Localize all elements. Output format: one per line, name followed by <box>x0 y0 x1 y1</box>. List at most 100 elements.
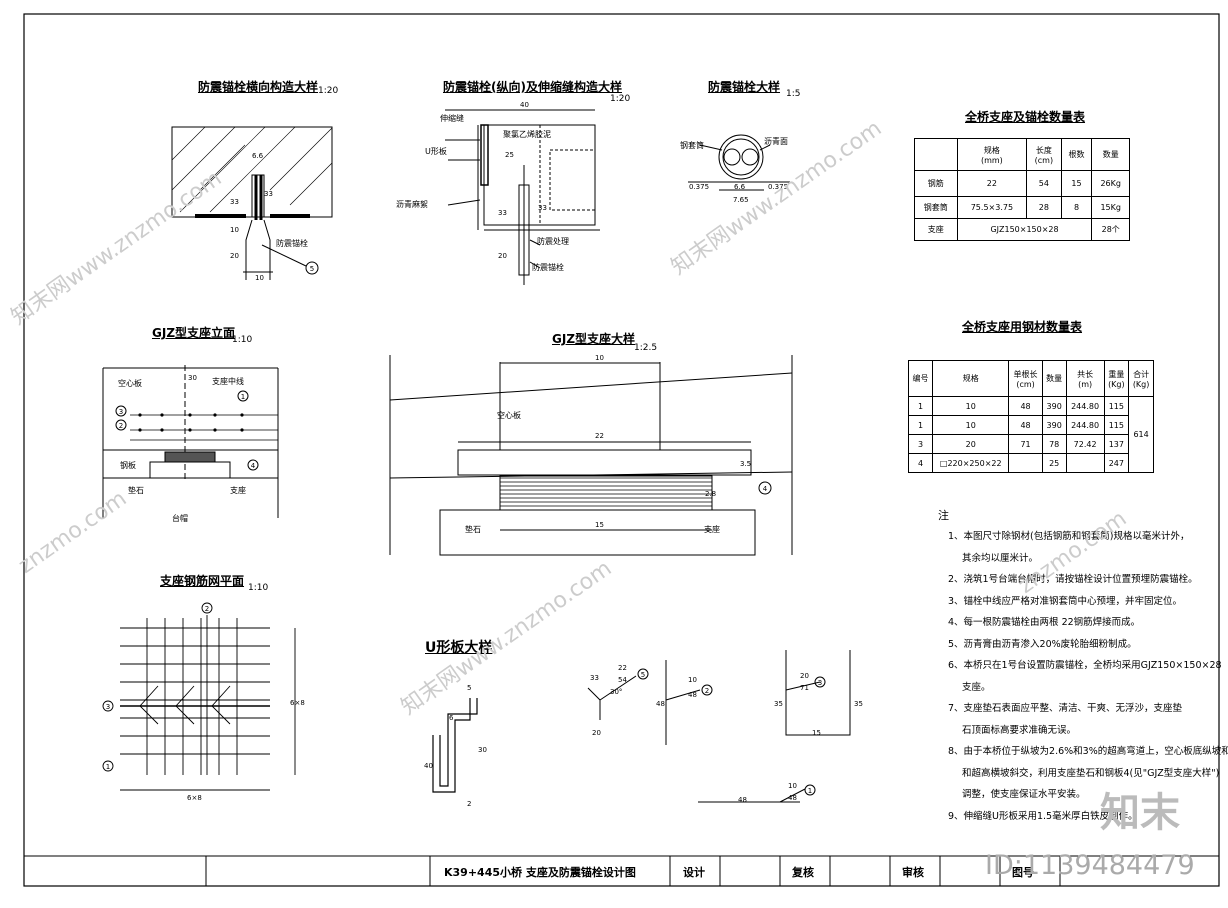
note-line: 8、由于本桥位于纵坡为2.6%和3%的超高弯道上，空心板底纵坡和 <box>948 746 1228 757</box>
dim-label: 15 <box>595 521 604 529</box>
dim-label: 6.6 <box>734 183 746 191</box>
mark-number: 3 <box>119 408 123 416</box>
watermark-logo: 知末 <box>1100 790 1180 836</box>
title-anchor-transverse: 防震锚栓横向构造大样 <box>198 80 319 94</box>
dim-label: 25 <box>505 151 514 159</box>
note-line: 5、沥青膏由沥青渗入20%废轮胎细粉制成。 <box>948 638 1137 650</box>
note-line: 9、伸缩缝U形板采用1.5毫米厚白铁皮制作。 <box>948 810 1138 822</box>
dim-label: 30 <box>188 374 197 382</box>
dim-label: 20 <box>498 252 507 260</box>
table-cell: 10 <box>932 415 1010 435</box>
dim-label: 6×8 <box>187 794 202 802</box>
table-cell: 48 <box>1008 415 1043 435</box>
title-gjz-detail: GJZ型支座大样 <box>552 332 636 346</box>
label-weld-steel: 钢板 <box>120 461 136 470</box>
table-header-cell: 编号 <box>907 360 934 397</box>
table-header-cell <box>914 138 958 171</box>
dim-label: 71 <box>800 684 809 692</box>
table-cell <box>1008 453 1043 473</box>
dim-label: 10 <box>788 782 797 790</box>
table-cell: 22 <box>956 170 1028 197</box>
table-cell: 72.42 <box>1065 434 1105 454</box>
table-cell: 75.5×3.75 <box>956 196 1028 219</box>
table-header-cell: 单根长(cm) <box>1008 360 1043 397</box>
table-cell: 28 <box>1026 196 1062 219</box>
note-line: 调整，使支座保证水平安装。 <box>962 789 1086 800</box>
table-cell: 15Kg <box>1091 196 1130 219</box>
dim-label: 48 <box>688 691 697 699</box>
table-header-cell: 规格(mm) <box>956 138 1028 171</box>
dim-label: 2 <box>467 800 471 808</box>
title-anchor-longitudinal: 防震锚栓(纵向)及伸缩缝构造大样 <box>443 80 622 94</box>
anchor-transverse-drawing <box>171 126 333 280</box>
title-u-plate: U形板大样 <box>425 640 493 656</box>
table2-title: 全桥支座用钢材数量表 <box>962 320 1083 334</box>
bar-shapes-drawing <box>587 650 851 803</box>
dim-label: 40 <box>424 762 433 770</box>
dim-label: 0.375 <box>768 183 788 191</box>
title-block-lines <box>24 855 1219 886</box>
table-bearing-steel-quantity: 编号 规格 单根长(cm) 数量 共长(m) 重量(Kg) 合计(Kg) 1 1… <box>907 360 1154 473</box>
notes-heading: 注 <box>938 509 949 522</box>
mark-number: 2 <box>205 605 209 613</box>
table-cell: 4 <box>907 453 934 473</box>
watermark-id: ID:1139484479 <box>985 850 1195 881</box>
table-cell: 115 <box>1103 396 1130 416</box>
table-cell: 支座 <box>914 218 958 241</box>
scale-gjz-detail: 1:2.5 <box>634 343 658 353</box>
dim-label: 33 <box>498 209 507 217</box>
mark-number: 5 <box>310 265 314 273</box>
dim-label: 48 <box>656 700 665 708</box>
table-header-cell: 重量(Kg) <box>1103 360 1130 397</box>
dimension-labels: 6.6 33 33 10 20 10 40 25 33 33 20 0.375 … <box>187 101 863 808</box>
table-cell: 8 <box>1060 196 1093 219</box>
label-cushion-stone-2: 垫石 <box>465 525 481 534</box>
table-cell: 25 <box>1041 453 1067 473</box>
title-gjz-elevation: GJZ型支座立面 <box>152 326 236 340</box>
table-cell: 钢套筒 <box>914 196 958 219</box>
label-hollow-slab-2: 空心板 <box>497 411 521 420</box>
dim-label: 33 <box>230 198 239 206</box>
label-hollow-slab: 空心板 <box>118 379 142 388</box>
label-asphalt: 沥青面 <box>764 137 788 146</box>
label-steel-sleeve: 钢套筒 <box>680 141 704 150</box>
note-line: 石顶面标高要求准确无误。 <box>962 724 1077 736</box>
table-header-cell: 数量 <box>1041 360 1067 397</box>
dim-label: 20 <box>592 729 601 737</box>
table-cell: 244.80 <box>1065 415 1105 435</box>
dim-label: 0.375 <box>689 183 709 191</box>
table-cell: 48 <box>1008 396 1043 416</box>
table-cell: 137 <box>1103 434 1130 454</box>
table-cell: 1 <box>907 415 934 435</box>
dim-label: 5 <box>467 684 471 692</box>
table-header-cell: 共长(m) <box>1065 360 1105 397</box>
table-cell: 3 <box>907 434 934 454</box>
table-cell: □220×250×22 <box>932 453 1010 473</box>
note-line: 和超高横坡斜交，利用支座垫石和钢板4(见"GJZ型支座大样") <box>962 767 1220 779</box>
scale-anchor-transverse: 1:20 <box>318 86 339 96</box>
table-cell: 10 <box>932 396 1010 416</box>
table-cell: 26Kg <box>1091 170 1130 197</box>
label-cushion-stone: 垫石 <box>128 486 144 495</box>
dim-label: 10 <box>255 274 264 282</box>
table-header-cell: 根数 <box>1060 138 1093 171</box>
mark-numbers: 5 1 3 2 4 4 2 3 1 5 2 3 1 <box>106 265 822 795</box>
table1-title: 全桥支座及锚栓数量表 <box>965 110 1086 124</box>
note-line: 1、本图尺寸除钢材(包括钢筋和钢套筒)规格以毫米计外， <box>948 531 1190 542</box>
dim-label: 3.5 <box>740 460 751 468</box>
mark-number: 3 <box>818 679 822 687</box>
dim-label: 10 <box>688 676 697 684</box>
gjz-elevation-drawing <box>102 365 279 518</box>
label-anchor-bolt: 防震锚栓 <box>276 239 308 248</box>
note-line: 4、每一根防震锚栓由两根 22钢筋焊接而成。 <box>948 617 1141 628</box>
dim-label: 2.8 <box>705 490 716 498</box>
scale-anchor-longitudinal: 1:20 <box>610 94 631 104</box>
table-cell: 71 <box>1008 434 1043 454</box>
table-cell: 20 <box>932 434 1010 454</box>
dim-label: 20 <box>230 252 239 260</box>
table-cell: 54 <box>1026 170 1062 197</box>
titleblock-approve: 审核 <box>902 866 924 879</box>
dim-label: 22 <box>618 664 627 672</box>
dim-label: 22 <box>595 432 604 440</box>
anchor-longitudinal-drawing <box>445 109 600 285</box>
